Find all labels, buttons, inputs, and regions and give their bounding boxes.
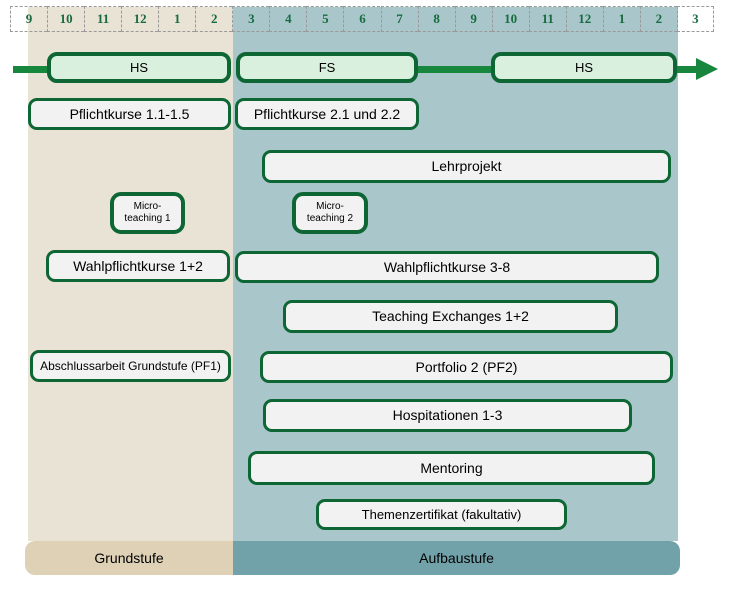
month-cell: 6 xyxy=(343,6,381,32)
timeline-arrow-line xyxy=(675,66,698,73)
month-cell: 2 xyxy=(195,6,233,32)
month-cell: 2 xyxy=(639,6,677,32)
footer-aufbaustufe: Aufbaustufe xyxy=(233,541,680,575)
month-cell: 7 xyxy=(380,6,418,32)
box-wahlpflichtkurse-12: Wahlpflichtkurse 1+2 xyxy=(46,250,230,282)
month-cell: 3 xyxy=(232,6,270,32)
month-cell: 1 xyxy=(602,6,640,32)
box-wahlpflichtkurse-38: Wahlpflichtkurse 3-8 xyxy=(235,251,659,283)
timeline-arrowhead-icon xyxy=(696,58,718,80)
month-cell: 12 xyxy=(121,6,159,32)
footer-grundstufe: Grundstufe xyxy=(25,541,233,575)
box-hospitationen: Hospitationen 1-3 xyxy=(263,399,632,432)
box-microteaching-1: Micro- teaching 1 xyxy=(110,192,185,234)
box-lehrprojekt: Lehrprojekt xyxy=(262,150,671,183)
month-cell: 11 xyxy=(528,6,566,32)
month-cell: 3 xyxy=(676,6,714,32)
month-cell: 10 xyxy=(491,6,529,32)
month-cell: 8 xyxy=(417,6,455,32)
box-pflichtkurse-1: Pflichtkurse 1.1-1.5 xyxy=(28,98,231,130)
timeline-node-hs-2: HS xyxy=(491,52,677,83)
box-abschlussarbeit: Abschlussarbeit Grundstufe (PF1) xyxy=(30,350,231,382)
timeline-node-fs: FS xyxy=(236,52,418,83)
box-teaching-exchanges: Teaching Exchanges 1+2 xyxy=(283,300,618,333)
month-cell: 1 xyxy=(158,6,196,32)
month-cell: 12 xyxy=(565,6,603,32)
timeline-arrow-line xyxy=(416,66,493,73)
box-mentoring: Mentoring xyxy=(248,451,655,485)
timeline-node-hs-1: HS xyxy=(47,52,231,83)
month-cell: 5 xyxy=(306,6,344,32)
month-cell: 4 xyxy=(269,6,307,32)
month-cell: 9 xyxy=(454,6,492,32)
box-microteaching-2: Micro- teaching 2 xyxy=(292,192,368,234)
box-themenzertifikat: Themenzertifikat (fakultativ) xyxy=(316,499,567,530)
month-cell: 10 xyxy=(47,6,85,32)
box-portfolio-2: Portfolio 2 (PF2) xyxy=(260,351,673,383)
box-pflichtkurse-2: Pflichtkurse 2.1 und 2.2 xyxy=(235,98,419,130)
timeline-arrow-line xyxy=(13,66,49,73)
month-cell: 11 xyxy=(84,6,122,32)
month-cell: 9 xyxy=(10,6,48,32)
